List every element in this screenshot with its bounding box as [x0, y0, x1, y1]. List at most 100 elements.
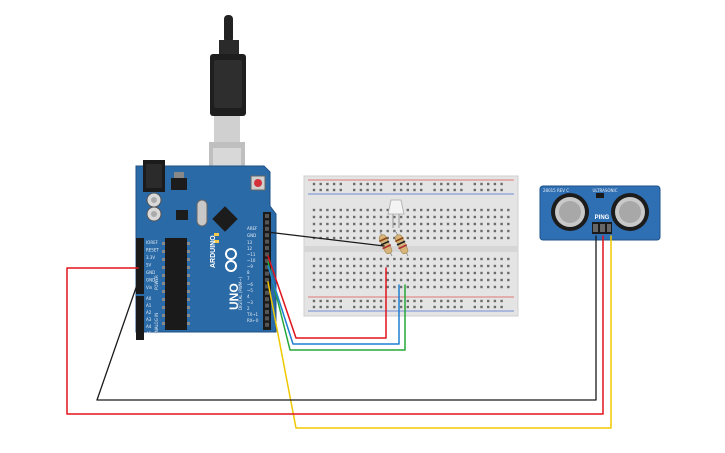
breadboard-hole[interactable]	[353, 271, 356, 275]
breadboard-hole[interactable]	[332, 278, 336, 282]
breadboard-hole[interactable]	[332, 229, 336, 233]
breadboard-hole[interactable]	[493, 278, 497, 282]
breadboard-hole[interactable]	[440, 182, 443, 186]
breadboard-hole[interactable]	[493, 182, 497, 186]
breadboard-hole[interactable]	[406, 208, 409, 212]
breadboard-hole[interactable]	[446, 305, 450, 309]
breadboard-hole[interactable]	[379, 271, 383, 275]
breadboard-hole[interactable]	[353, 229, 356, 233]
breadboard-hole[interactable]	[453, 188, 456, 192]
breadboard-hole[interactable]	[406, 257, 409, 261]
breadboard-hole[interactable]	[393, 222, 396, 226]
breadboard-hole[interactable]	[473, 271, 476, 275]
breadboard-hole[interactable]	[413, 215, 416, 219]
breadboard-hole[interactable]	[346, 285, 349, 289]
breadboard-hole[interactable]	[379, 182, 383, 186]
breadboard-hole[interactable]	[359, 278, 363, 282]
breadboard-hole[interactable]	[460, 305, 463, 309]
breadboard-hole[interactable]	[366, 285, 369, 289]
breadboard-hole[interactable]	[326, 278, 329, 282]
breadboard-hole[interactable]	[353, 188, 356, 192]
breadboard-hole[interactable]	[460, 257, 463, 261]
wire-black-gnd-led[interactable]	[266, 231, 385, 247]
header-pin-hole[interactable]	[265, 233, 269, 238]
breadboard-hole[interactable]	[373, 257, 376, 261]
breadboard-hole[interactable]	[433, 278, 436, 282]
breadboard-hole[interactable]	[399, 222, 403, 226]
breadboard-hole[interactable]	[312, 264, 316, 268]
breadboard-hole[interactable]	[473, 257, 476, 261]
header-pin-hole[interactable]	[265, 239, 269, 244]
wire-black-gnd-sensor[interactable]	[96, 235, 597, 401]
breadboard-hole[interactable]	[426, 236, 430, 240]
breadboard-hole[interactable]	[413, 188, 416, 192]
breadboard-hole[interactable]	[500, 236, 503, 240]
breadboard-hole[interactable]	[453, 285, 456, 289]
breadboard-hole[interactable]	[406, 188, 409, 192]
breadboard-hole[interactable]	[487, 229, 490, 233]
breadboard-hole[interactable]	[339, 188, 342, 192]
breadboard-hole[interactable]	[346, 271, 349, 275]
breadboard-hole[interactable]	[373, 229, 376, 233]
breadboard-hole[interactable]	[420, 285, 423, 289]
breadboard-hole[interactable]	[393, 215, 396, 219]
breadboard-hole[interactable]	[319, 215, 322, 219]
breadboard-hole[interactable]	[426, 271, 430, 275]
breadboard-hole[interactable]	[346, 264, 349, 268]
breadboard-hole[interactable]	[420, 278, 423, 282]
breadboard-hole[interactable]	[399, 182, 403, 186]
breadboard-hole[interactable]	[399, 271, 403, 275]
breadboard-hole[interactable]	[406, 215, 409, 219]
breadboard-hole[interactable]	[346, 215, 349, 219]
breadboard-hole[interactable]	[399, 215, 403, 219]
breadboard-hole[interactable]	[366, 278, 369, 282]
breadboard-hole[interactable]	[480, 208, 483, 212]
breadboard-hole[interactable]	[339, 305, 342, 309]
breadboard-hole[interactable]	[487, 215, 490, 219]
header-pin-hole[interactable]	[265, 220, 269, 225]
breadboard-hole[interactable]	[366, 236, 369, 240]
breadboard-hole[interactable]	[406, 229, 409, 233]
breadboard-hole[interactable]	[332, 188, 336, 192]
breadboard-hole[interactable]	[379, 278, 383, 282]
breadboard-hole[interactable]	[332, 236, 336, 240]
breadboard-hole[interactable]	[500, 285, 503, 289]
breadboard-hole[interactable]	[493, 188, 497, 192]
breadboard-hole[interactable]	[473, 182, 476, 186]
breadboard-hole[interactable]	[373, 236, 376, 240]
breadboard-hole[interactable]	[339, 236, 342, 240]
breadboard-hole[interactable]	[473, 222, 476, 226]
breadboard-hole[interactable]	[453, 229, 456, 233]
wire-red-5v[interactable]	[66, 235, 604, 415]
breadboard-hole[interactable]	[440, 257, 443, 261]
wire-yellow-pin-7[interactable]	[267, 235, 612, 429]
breadboard-hole[interactable]	[413, 278, 416, 282]
breadboard-hole[interactable]	[466, 229, 470, 233]
breadboard-hole[interactable]	[426, 229, 430, 233]
breadboard-hole[interactable]	[433, 271, 436, 275]
breadboard-hole[interactable]	[426, 222, 430, 226]
breadboard-hole[interactable]	[433, 208, 436, 212]
breadboard-hole[interactable]	[366, 299, 369, 303]
breadboard-hole[interactable]	[473, 215, 476, 219]
breadboard-hole[interactable]	[466, 215, 470, 219]
breadboard-hole[interactable]	[446, 229, 450, 233]
header-pin-hole[interactable]	[265, 265, 269, 270]
breadboard-hole[interactable]	[312, 188, 316, 192]
wire-red-pin-11[interactable]	[267, 255, 387, 339]
breadboard-hole[interactable]	[426, 285, 430, 289]
breadboard-hole[interactable]	[460, 271, 463, 275]
breadboard-hole[interactable]	[460, 182, 463, 186]
breadboard-hole[interactable]	[393, 188, 396, 192]
breadboard-hole[interactable]	[487, 305, 490, 309]
breadboard-hole[interactable]	[453, 182, 456, 186]
breadboard-hole[interactable]	[326, 236, 329, 240]
breadboard-hole[interactable]	[393, 278, 396, 282]
breadboard-hole[interactable]	[466, 222, 470, 226]
breadboard-hole[interactable]	[413, 271, 416, 275]
header-pin-hole[interactable]	[265, 252, 269, 257]
breadboard-hole[interactable]	[440, 208, 443, 212]
breadboard-hole[interactable]	[500, 182, 503, 186]
breadboard-hole[interactable]	[346, 278, 349, 282]
breadboard-hole[interactable]	[379, 305, 383, 309]
